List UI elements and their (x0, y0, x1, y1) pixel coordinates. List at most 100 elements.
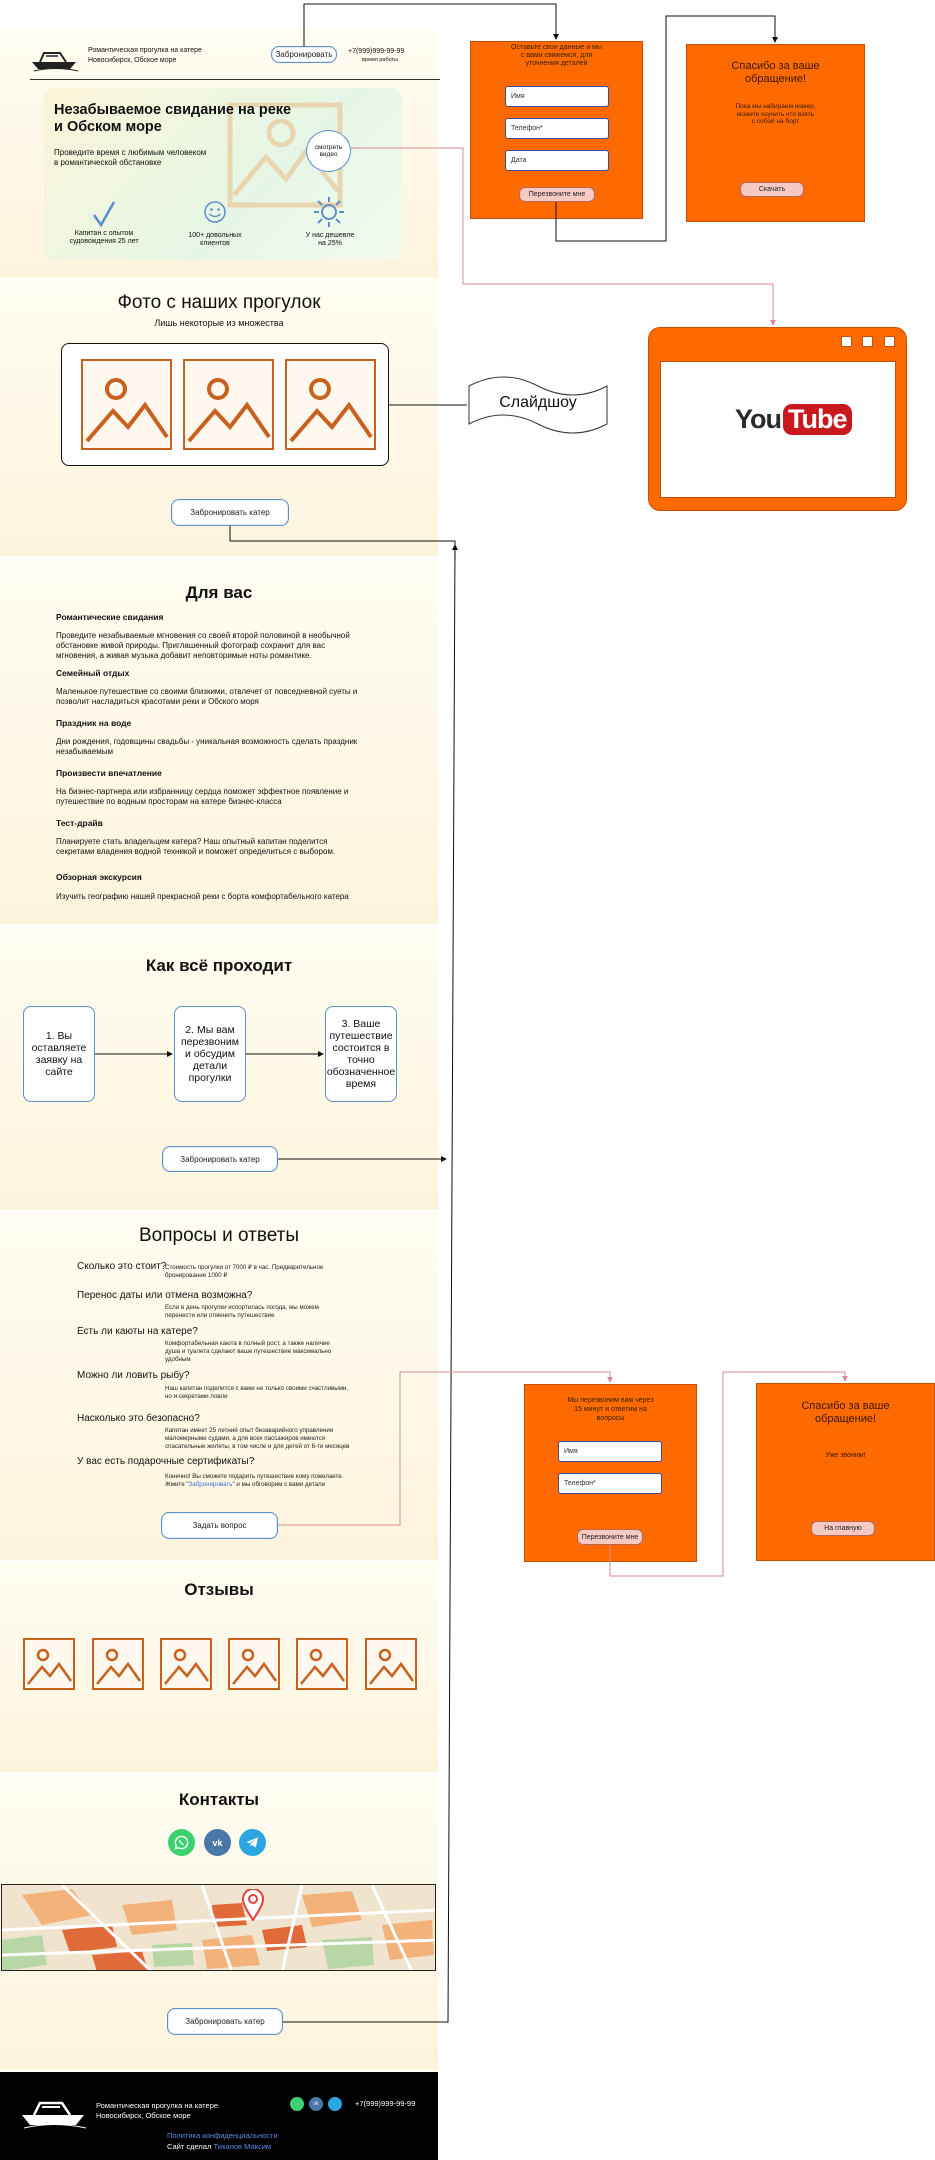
faq-answer-6-post: " и мы обговорим с вами детали (232, 1481, 326, 1488)
header-phone[interactable]: +7(999)999-99-99 (348, 48, 405, 55)
header-brand-line1: Романтическая прогулка на катере (88, 47, 202, 54)
popup-thanks-2-title: Спасибо за ваше обращение! (756, 1400, 935, 1426)
for-you-text-1c: мгновения, а живая музыка добавит неповт… (56, 651, 312, 660)
footer-telegram-icon[interactable] (328, 2097, 342, 2111)
for-you-text-1b: обстановке живой природы. Приглашенный ф… (56, 641, 326, 650)
popup-thanks-2-home-button[interactable]: На главную (811, 1521, 875, 1536)
footer-whatsapp-icon[interactable] (290, 2097, 304, 2111)
faq-answer-5b: маломерными судами, а для всех пассажиро… (165, 1435, 326, 1442)
gallery-photo-3[interactable] (285, 359, 376, 450)
for-you-section (0, 558, 438, 924)
watch-video-label-1: смотреть (314, 144, 343, 151)
popup-question-submit-button[interactable]: Перезвоните мне (577, 1529, 643, 1545)
popup-callback-phone-field[interactable]: Телефон* (505, 118, 609, 139)
for-you-text-3a: Дни рождения, годовщины свадьбы - уникал… (56, 737, 358, 746)
footer-phone[interactable]: +7(999)999-99-99 (355, 2099, 416, 2108)
feature-captain-line2: судовождения 25 лет (69, 238, 139, 245)
review-photo-4[interactable] (228, 1638, 280, 1690)
smiley-icon (203, 200, 227, 224)
footer-author-link[interactable]: Тиханов Максим (213, 2142, 272, 2151)
popup-question-name-field[interactable]: Имя (558, 1441, 662, 1462)
for-you-heading-3: Праздник на воде (56, 718, 132, 728)
feature-price-line1: У нас дешевле (305, 232, 355, 239)
popup-thanks-download-button[interactable]: Скачать (740, 182, 804, 197)
popup-thanks-2-text: Уже звоним! (825, 1452, 866, 1459)
process-step-1: 1. Вы оставляете заявку на сайте (23, 1006, 95, 1102)
watch-video-button[interactable]: смотреть видео (306, 130, 351, 172)
popup-thanks-text-1: Пока мы набираем номер, (735, 103, 816, 110)
map[interactable] (1, 1884, 436, 1971)
review-photo-6[interactable] (365, 1638, 417, 1690)
telegram-icon[interactable] (239, 1829, 266, 1856)
for-you-text-1a: Проведите незабываемые мгновения со свое… (56, 631, 350, 640)
faq-answer-6-pre: Жмите " (165, 1481, 189, 1488)
faq-question-3[interactable]: Есть ли каюты на катере? (77, 1326, 198, 1337)
youtube-logo-you: You (735, 404, 782, 434)
footer-privacy-link[interactable]: Политика конфиденциальности (167, 2131, 278, 2140)
faq-ask-button[interactable]: Задать вопрос (161, 1512, 278, 1539)
footer-vk-icon[interactable]: vk (309, 2097, 323, 2111)
for-you-text-5b: секретами владения водной техникой и пом… (56, 847, 336, 856)
faq-answer-2b: перенести или отменить путешествие (165, 1312, 275, 1319)
photos-subtitle: Лишь некоторые из множества (154, 318, 284, 328)
faq-book-link[interactable]: Забронировать (188, 1481, 233, 1488)
faq-answer-6a: Конечно! Вы сможете подарить путешествие… (165, 1473, 344, 1480)
video-player[interactable] (660, 361, 896, 498)
faq-question-4[interactable]: Можно ли ловить рыбу? (77, 1370, 190, 1381)
popup-thanks-2-title-1: Спасибо за ваше (801, 1400, 890, 1412)
gallery-photo-1[interactable] (81, 359, 172, 450)
footer-boat-logo-icon (20, 2093, 88, 2129)
header-brand-line2: Новосибирск, Обское море (88, 57, 177, 64)
process-book-button[interactable]: Забронировать катер (162, 1146, 278, 1172)
for-you-text-3b: незабываемым (56, 747, 113, 756)
photos-book-button[interactable]: Забронировать катер (171, 499, 289, 526)
popup-question-title-3: вопросы (596, 1415, 625, 1422)
faq-question-1[interactable]: Сколько это стоит? (77, 1261, 167, 1272)
popup-question-phone-field[interactable]: Телефон* (558, 1473, 662, 1494)
process-step-2: 2. Мы вам перезвоним и обсудим детали пр… (174, 1006, 246, 1102)
feature-clients-line1: 100+ довольных (188, 232, 242, 239)
video-window-btn-2-icon[interactable] (862, 336, 873, 347)
for-you-text-5a: Планируете стать владельцем катера? Наш … (56, 837, 328, 846)
faq-question-5[interactable]: Насколько это безопасно? (77, 1413, 200, 1424)
faq-question-2[interactable]: Перенос даты или отмена возможна? (77, 1290, 253, 1301)
whatsapp-icon[interactable] (168, 1829, 195, 1856)
popup-callback-submit-button[interactable]: Перезвоните мне (519, 187, 595, 202)
review-photo-5[interactable] (296, 1638, 348, 1690)
popup-callback-name-field[interactable]: Имя (505, 86, 609, 107)
map-pin-icon (241, 1888, 265, 1922)
header-book-button[interactable]: Забронировать (271, 46, 337, 63)
faq-answer-1a: Стоимость прогулки от 7000 ₽ в час. Пред… (165, 1264, 324, 1271)
hero-subtitle-line1: Проведите время с любимым человеком (54, 148, 207, 157)
faq-question-6[interactable]: У вас есть подарочные сертификаты? (77, 1456, 255, 1467)
faq-answer-3a: Комфортабельная каюта в полный рост, а т… (165, 1340, 330, 1347)
review-photo-2[interactable] (92, 1638, 144, 1690)
popup-thanks-2-title-2: обращение! (814, 1413, 877, 1425)
review-photo-3[interactable] (160, 1638, 212, 1690)
hero-title-line2: и Обском море (54, 119, 162, 135)
review-photo-1[interactable] (23, 1638, 75, 1690)
process-title: Как всё проходит (145, 956, 293, 975)
for-you-text-6a: Изучить географию нашей прекрасной реки … (56, 892, 349, 901)
sun-icon (313, 196, 345, 228)
slideshow-shape (467, 372, 609, 438)
for-you-heading-2: Семейный отдых (56, 668, 130, 678)
popup-callback-title-2: с вами свяжемся, для (520, 52, 593, 59)
video-window-btn-3-icon[interactable] (884, 336, 895, 347)
gallery-photo-2[interactable] (183, 359, 274, 450)
contacts-title: Контакты (178, 1790, 260, 1809)
popup-question-title: Мы перезвоним вам через 15 минут и ответ… (524, 1396, 697, 1423)
vk-icon[interactable]: vk (204, 1829, 231, 1856)
contacts-book-button[interactable]: Забронировать катер (167, 2008, 283, 2035)
video-window-btn-1-icon[interactable] (841, 336, 852, 347)
popup-thanks-title-1: Спасибо за ваше (731, 60, 820, 72)
faq-answer-5c: спасательные жилеты, в том числе и для д… (165, 1443, 350, 1450)
photos-title: Фото с наших прогулок (117, 292, 321, 313)
faq-answer-5a: Капитан имеет 25 летний опыт безаварийно… (165, 1427, 334, 1434)
hero-title-line1: Незабываемое свидание на реке (54, 102, 292, 118)
popup-callback-title-3: уточнения деталей (525, 60, 588, 67)
popup-callback-date-field[interactable]: Дата (505, 150, 609, 171)
boat-logo-icon (30, 44, 80, 72)
faq-title: Вопросы и ответы (138, 1225, 299, 1246)
